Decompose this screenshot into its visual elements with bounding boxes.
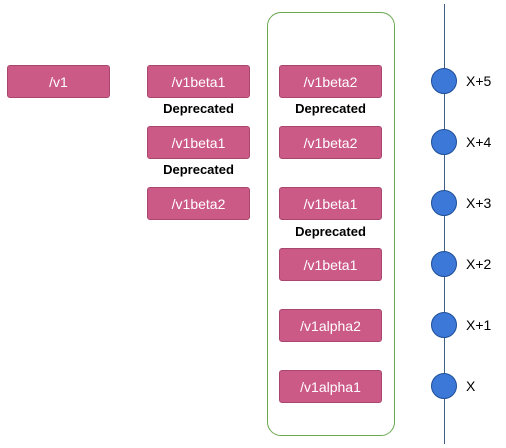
version-box-v1beta2: /v1beta2 [147, 187, 250, 220]
version-box-v1beta1: /v1beta1 [147, 65, 250, 98]
version-box-v1alpha1: /v1alpha1 [279, 370, 382, 403]
timeline-dot [431, 68, 457, 94]
version-box-label: /v1beta1 [171, 73, 226, 90]
timeline-tick-label: X [466, 378, 476, 394]
deprecated-label: Deprecated [163, 162, 234, 177]
timeline-dot [431, 312, 457, 338]
timeline-tick-label: X+1 [466, 317, 492, 333]
timeline-axis [444, 4, 445, 444]
version-box-v1beta2: /v1beta2 [279, 65, 382, 98]
timeline-dot [431, 190, 457, 216]
timeline-dot [431, 129, 457, 155]
timeline-tick-label: X+5 [466, 73, 492, 89]
version-box-label: /v1beta2 [171, 195, 226, 212]
version-box-label: /v1beta2 [303, 73, 358, 90]
version-box-v1beta1: /v1beta1 [279, 248, 382, 281]
version-box-v1beta1: /v1beta1 [279, 187, 382, 220]
timeline-tick-label: X+3 [466, 195, 492, 211]
timeline-tick-label: X+4 [466, 134, 492, 150]
deprecated-label: Deprecated [295, 101, 366, 116]
timeline-tick-label: X+2 [466, 256, 492, 272]
version-box-v1beta1: /v1beta1 [147, 126, 250, 159]
version-box-label: /v1beta2 [303, 134, 358, 151]
deprecated-label: Deprecated [163, 101, 234, 116]
version-box-label: /v1alpha1 [300, 378, 361, 395]
version-box-label: /v1 [49, 73, 68, 90]
deprecated-label: Deprecated [295, 224, 366, 239]
timeline-dot [431, 251, 457, 277]
version-box-v1beta2: /v1beta2 [279, 126, 382, 159]
version-box-v1alpha2: /v1alpha2 [279, 309, 382, 342]
version-box-label: /v1beta1 [303, 195, 358, 212]
version-box-label: /v1alpha2 [300, 317, 361, 334]
version-box-label: /v1beta1 [171, 134, 226, 151]
version-box-label: /v1beta1 [303, 256, 358, 273]
version-box-v1: /v1 [7, 65, 110, 98]
version-group-frame [267, 12, 395, 436]
timeline-dot [431, 373, 457, 399]
